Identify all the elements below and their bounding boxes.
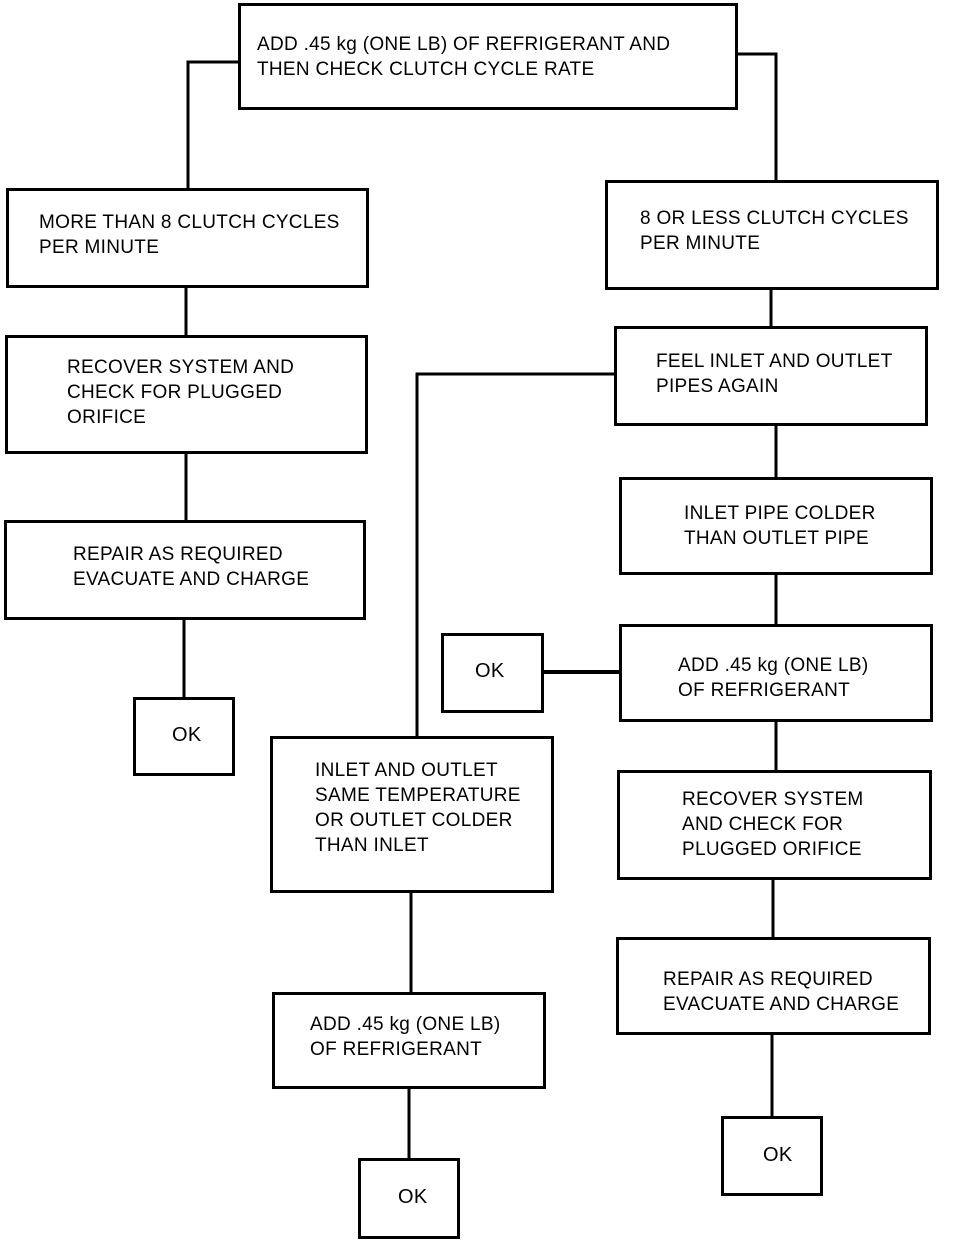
connector-start-to-8-or-less xyxy=(735,52,778,183)
same-temperature-box: INLET AND OUTLET SAME TEMPERATURE OR OUT… xyxy=(270,736,554,893)
connector-start-to-more-than-8 xyxy=(186,60,240,191)
add-refrigerant-bottom-box: ADD .45 kg (ONE LB) OF REFRIGERANT xyxy=(272,992,546,1089)
feel-pipes-again-text: FEEL INLET AND OUTLET PIPES AGAIN xyxy=(656,351,893,397)
recover-check-orifice-left-box: RECOVER SYSTEM AND CHECK FOR PLUGGED ORI… xyxy=(5,335,368,454)
ok-side-box: OK xyxy=(441,633,544,713)
ok-right-box: OK xyxy=(721,1116,823,1196)
8-or-less-cycles-text: 8 OR LESS CLUTCH CYCLES PER MINUTE xyxy=(640,208,909,254)
repair-evacuate-left-text: REPAIR AS REQUIRED EVACUATE AND CHARGE xyxy=(73,544,310,590)
8-or-less-cycles-box: 8 OR LESS CLUTCH CYCLES PER MINUTE xyxy=(605,180,939,290)
recover-check-orifice-left-text: RECOVER SYSTEM AND CHECK FOR PLUGGED ORI… xyxy=(67,357,295,428)
recover-check-orifice-right-box: RECOVER SYSTEM AND CHECK FOR PLUGGED ORI… xyxy=(617,770,932,880)
ok-bottom-text: OK xyxy=(398,1186,428,1208)
ok-left-box: OK xyxy=(133,697,235,776)
more-than-8-cycles-text: MORE THAN 8 CLUTCH CYCLES PER MINUTE xyxy=(39,212,340,258)
start-add-refrigerant-box: ADD .45 kg (ONE LB) OF REFRIGERANT AND T… xyxy=(238,3,738,110)
add-refrigerant-right-text: ADD .45 kg (ONE LB) OF REFRIGERANT xyxy=(678,655,869,701)
ok-right-text: OK xyxy=(763,1144,793,1166)
inlet-colder-text: INLET PIPE COLDER THAN OUTLET PIPE xyxy=(684,503,876,549)
repair-evacuate-right-text: REPAIR AS REQUIRED EVACUATE AND CHARGE xyxy=(663,969,900,1015)
start-add-refrigerant-text: ADD .45 kg (ONE LB) OF REFRIGERANT AND T… xyxy=(257,34,671,80)
recover-check-orifice-right-text: RECOVER SYSTEM AND CHECK FOR PLUGGED ORI… xyxy=(682,789,864,860)
same-temperature-text: INLET AND OUTLET SAME TEMPERATURE OR OUT… xyxy=(315,760,521,856)
feel-pipes-again-box: FEEL INLET AND OUTLET PIPES AGAIN xyxy=(614,326,928,426)
connector-feel-pipes-to-same-temperature xyxy=(415,372,618,739)
repair-evacuate-left-box: REPAIR AS REQUIRED EVACUATE AND CHARGE xyxy=(4,520,366,620)
ok-side-text: OK xyxy=(475,660,505,682)
add-refrigerant-right-box: ADD .45 kg (ONE LB) OF REFRIGERANT xyxy=(619,624,933,722)
inlet-colder-box: INLET PIPE COLDER THAN OUTLET PIPE xyxy=(619,477,933,575)
ok-left-text: OK xyxy=(172,724,202,746)
ok-bottom-box: OK xyxy=(358,1158,460,1239)
more-than-8-cycles-box: MORE THAN 8 CLUTCH CYCLES PER MINUTE xyxy=(6,188,369,288)
add-refrigerant-bottom-text: ADD .45 kg (ONE LB) OF REFRIGERANT xyxy=(310,1014,501,1060)
repair-evacuate-right-box: REPAIR AS REQUIRED EVACUATE AND CHARGE xyxy=(616,937,931,1035)
